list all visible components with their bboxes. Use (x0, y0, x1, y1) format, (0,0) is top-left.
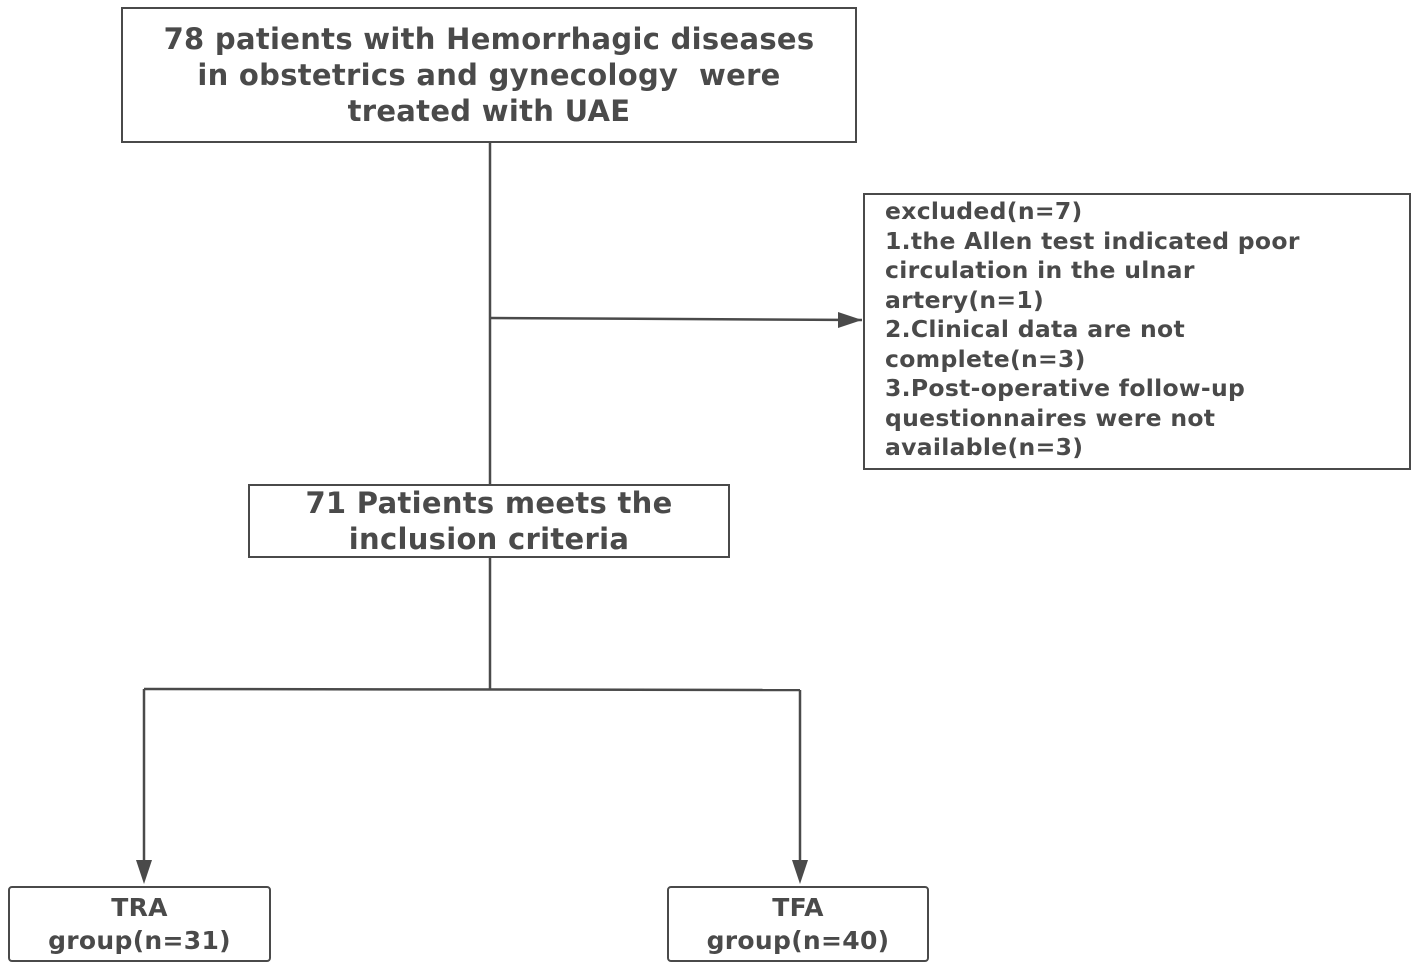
inclusion-criteria-box: 71 Patients meets the inclusion criteria (248, 484, 730, 558)
excluded-line-3: circulation in the ulnar (885, 256, 1195, 284)
connector-split-horizontal (143, 687, 801, 692)
excluded-line-4: artery(n=1) (885, 285, 1045, 314)
tra-group-line-1: TRA (111, 893, 168, 922)
initial-patients-line-1: 78 patients with Hemorrhagic diseases (163, 22, 815, 56)
tra-group-box: TRA group(n=31) (8, 886, 271, 962)
excluded-line-5: 2.Clinical data are not (885, 315, 1185, 343)
arrowhead-excluded (838, 312, 862, 328)
inclusion-line-2: inclusion criteria (348, 522, 630, 556)
excluded-line-2: 1.the Allen test indicated poor (885, 226, 1300, 255)
tra-group-line-2: group(n=31) (48, 926, 231, 955)
inclusion-line-1: 71 Patients meets the (305, 486, 673, 520)
tfa-group-box: TFA group(n=40) (667, 886, 929, 962)
arrowhead-tfa (792, 860, 808, 884)
excluded-line-6: complete(n=3) (885, 344, 1086, 373)
excluded-box: excluded(n=7) 1.the Allen test indicated… (863, 193, 1411, 470)
excluded-line-9: available(n=3) (885, 433, 1084, 461)
initial-patients-box: 78 patients with Hemorrhagic diseases in… (121, 7, 857, 143)
tfa-group-line-2: group(n=40) (706, 926, 890, 955)
initial-patients-line-3: treated with UAE (347, 94, 631, 128)
tfa-group-line-1: TFA (772, 893, 824, 922)
excluded-line-1: excluded(n=7) (885, 197, 1083, 225)
initial-patients-line-2: in obstetrics and gynecology were (197, 58, 781, 92)
arrowhead-tra (136, 860, 152, 884)
arrow-to-excluded (489, 316, 863, 322)
excluded-line-7: 3.Post-operative follow-up (885, 374, 1246, 402)
excluded-line-8: questionnaires were not (885, 403, 1216, 432)
